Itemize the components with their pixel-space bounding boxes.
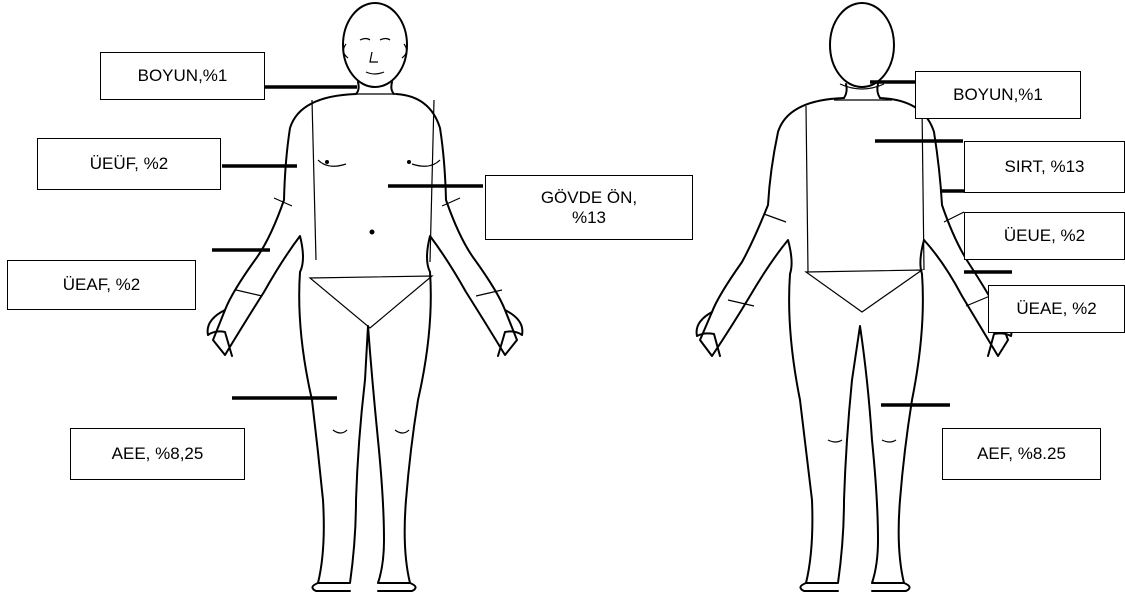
label-text: AEF, %8.25 xyxy=(977,444,1066,464)
label-back-upper-arm: ÜEUE, %2 xyxy=(964,212,1125,260)
label-text: ÜEÜF, %2 xyxy=(90,154,168,174)
label-back-leg: AEF, %8.25 xyxy=(942,428,1101,480)
label-text-line2: %13 xyxy=(572,208,606,228)
label-text: ÜEUE, %2 xyxy=(1004,226,1085,246)
label-text: ÜEAE, %2 xyxy=(1016,299,1096,319)
back-head xyxy=(830,3,894,87)
label-text: SIRT, %13 xyxy=(1004,157,1084,177)
leader-lines xyxy=(212,82,1012,405)
label-front-forearm: ÜEAF, %2 xyxy=(7,260,196,310)
label-text: AEE, %8,25 xyxy=(112,444,204,464)
label-back-back: SIRT, %13 xyxy=(964,141,1125,193)
label-text: BOYUN,%1 xyxy=(953,85,1043,105)
label-back-forearm: ÜEAE, %2 xyxy=(988,285,1125,333)
label-front-upper-arm: ÜEÜF, %2 xyxy=(37,138,221,190)
label-text-line1: GÖVDE ÖN, xyxy=(541,188,637,208)
back-torso xyxy=(700,98,1008,583)
label-front-neck: BOYUN,%1 xyxy=(100,52,265,100)
label-text: ÜEAF, %2 xyxy=(63,275,140,295)
label-back-neck: BOYUN,%1 xyxy=(915,71,1081,119)
label-text: BOYUN,%1 xyxy=(138,66,228,86)
label-front-trunk: GÖVDE ÖN, %13 xyxy=(485,175,693,240)
label-front-leg: AEE, %8,25 xyxy=(70,428,245,480)
